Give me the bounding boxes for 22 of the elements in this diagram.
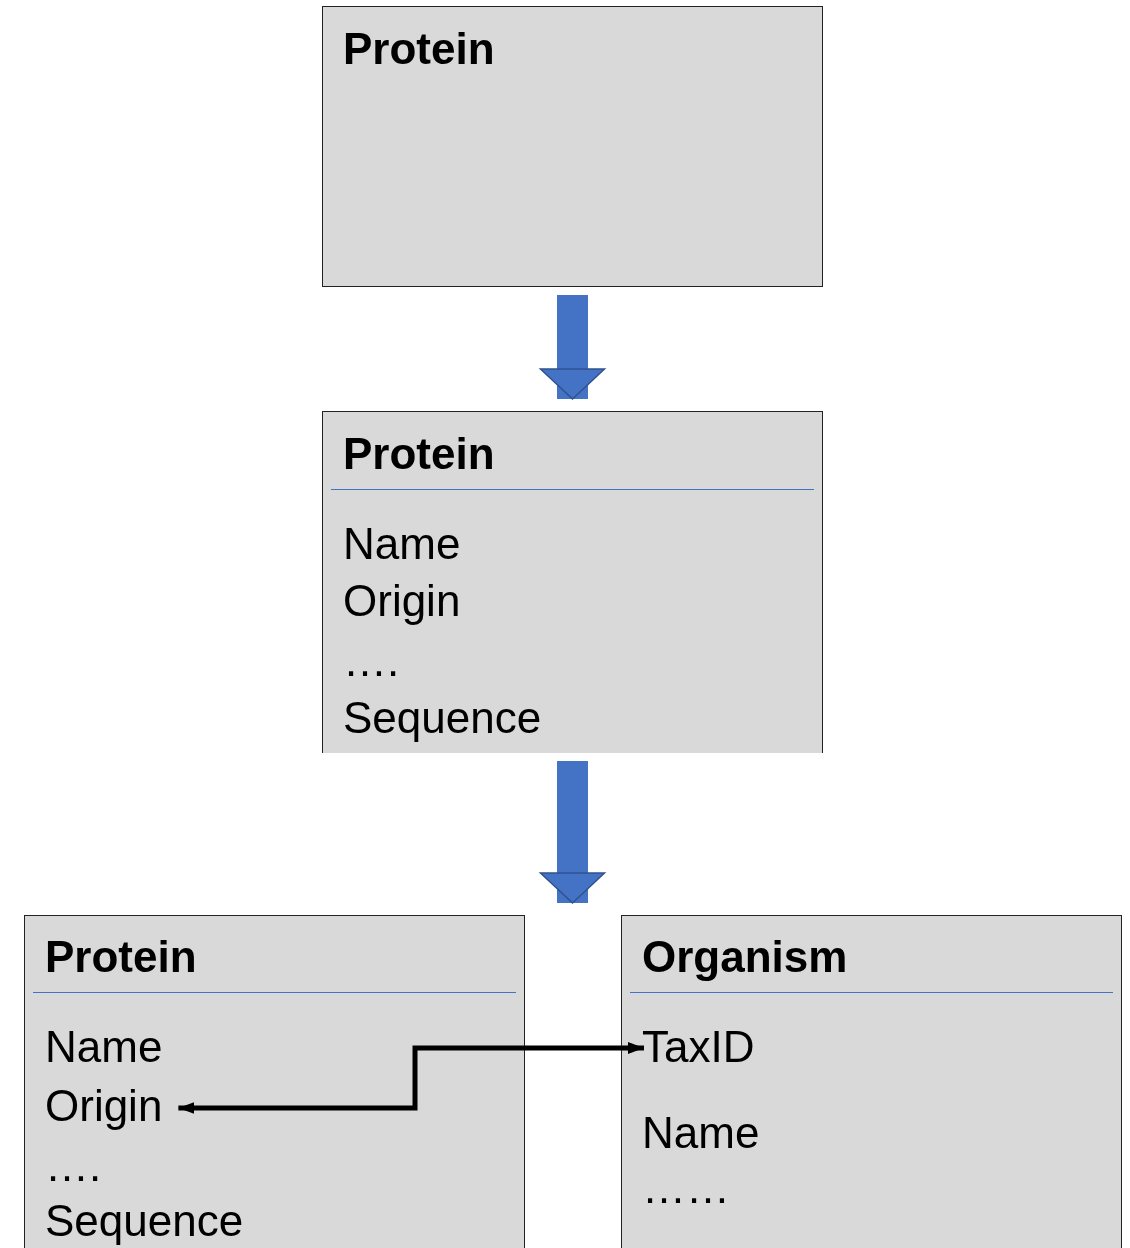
field-label: …. bbox=[343, 635, 400, 687]
block-arrow bbox=[539, 295, 606, 400]
entity-box bbox=[322, 411, 823, 753]
entity-title: Organism bbox=[642, 931, 848, 983]
field-label: Name bbox=[642, 1107, 760, 1159]
field-label: TaxID bbox=[642, 1021, 755, 1073]
field-label: Name bbox=[45, 1021, 163, 1073]
field-label: …. bbox=[45, 1140, 102, 1192]
field-label: Name bbox=[343, 518, 461, 570]
field-label: Sequence bbox=[343, 692, 542, 744]
field-label: Origin bbox=[45, 1080, 163, 1132]
block-arrow bbox=[539, 761, 606, 904]
connector-arrow bbox=[178, 1042, 644, 1114]
entity-title: Protein bbox=[343, 428, 495, 480]
field-label: …… bbox=[642, 1162, 730, 1214]
field-label: Sequence bbox=[45, 1195, 244, 1247]
entity-title: Protein bbox=[343, 23, 495, 75]
entity-title: Protein bbox=[45, 931, 197, 983]
entity-box bbox=[24, 915, 525, 1248]
field-label: Origin bbox=[343, 575, 461, 627]
entity-box bbox=[621, 915, 1122, 1248]
entity-box bbox=[322, 6, 823, 287]
